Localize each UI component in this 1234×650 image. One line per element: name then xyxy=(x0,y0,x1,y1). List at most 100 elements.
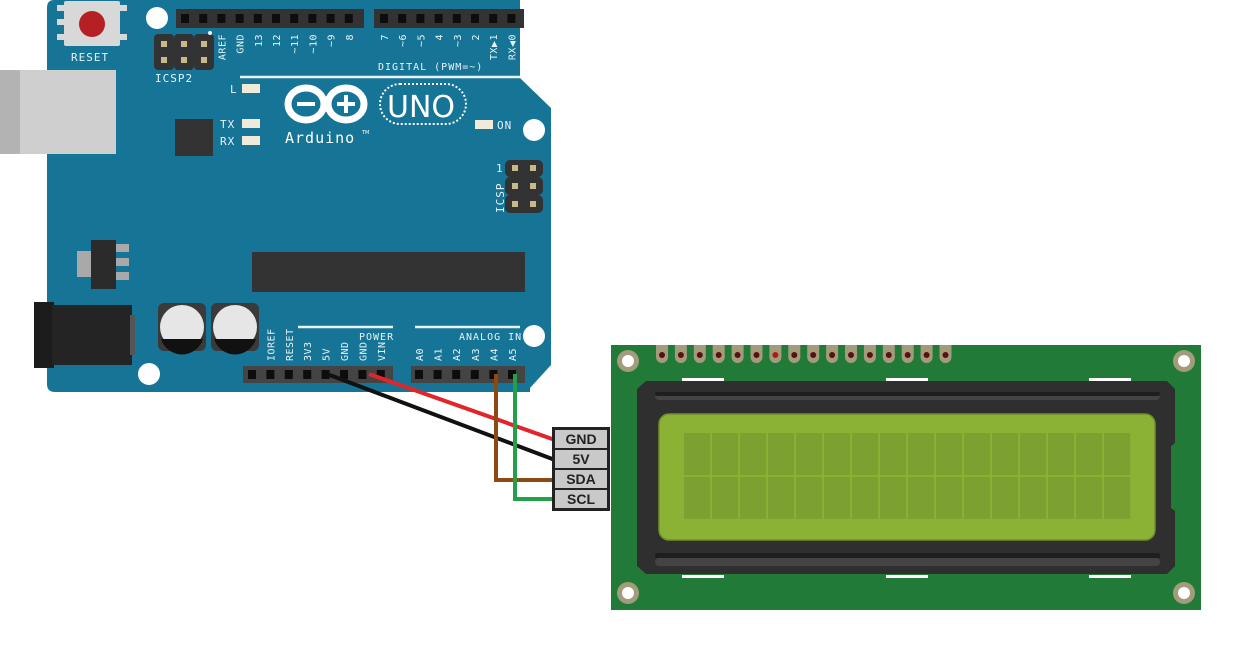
digital-pin-label: ~6 xyxy=(398,34,409,47)
power-header xyxy=(243,366,393,383)
lcd-character-cell xyxy=(992,476,1019,519)
lcd-character-cell xyxy=(1020,433,1047,475)
power-pin-label: 3V3 xyxy=(303,341,314,361)
icsp2-header xyxy=(154,31,214,70)
lcd-character-grid xyxy=(684,433,1131,519)
header-pin xyxy=(248,370,256,379)
power-pin-label: RESET xyxy=(285,328,296,361)
header-pin xyxy=(471,14,479,23)
power-pin-label: GND xyxy=(340,341,351,361)
header-pin xyxy=(272,14,280,23)
connector-pin xyxy=(555,470,607,488)
analog-pin-label: A3 xyxy=(471,348,482,361)
mounting-hole xyxy=(523,119,545,141)
lcd-character-cell xyxy=(1076,476,1103,519)
usb-chip xyxy=(175,119,213,156)
connector-pin-label: SCL xyxy=(567,491,595,507)
header-pin xyxy=(434,14,443,23)
header-pin xyxy=(470,370,479,379)
header-pin xyxy=(358,370,367,379)
lcd-character-cell xyxy=(824,476,851,519)
digital-pin-label: 7 xyxy=(380,34,391,41)
header-pin xyxy=(326,14,335,23)
header-pin xyxy=(303,370,312,379)
mounting-hole xyxy=(1173,350,1195,372)
power-pin-label: IOREF xyxy=(266,328,277,361)
header-pin xyxy=(398,14,407,23)
lcd-character-cell xyxy=(1020,476,1047,519)
lcd-character-cell xyxy=(712,476,739,519)
header-pin xyxy=(507,14,516,23)
lcd-character-cell xyxy=(936,476,963,519)
header-pin xyxy=(433,370,442,379)
header-pin xyxy=(266,370,275,379)
power-pin-label: VIN xyxy=(377,341,388,361)
mounting-hole xyxy=(523,325,545,347)
header-pin xyxy=(308,14,317,23)
digital-pin-label: ~5 xyxy=(416,34,427,47)
header-pin xyxy=(284,370,293,379)
reset-button[interactable] xyxy=(57,1,127,46)
led-on: ON xyxy=(475,119,511,132)
header-pin xyxy=(489,14,498,23)
lcd-character-cell xyxy=(908,476,935,519)
mounting-hole xyxy=(617,582,639,604)
wire-scl xyxy=(513,374,555,501)
power-header-label: POWER xyxy=(359,332,394,343)
icsp-pin1-label: 1 xyxy=(496,162,504,175)
digital-pin-label: ~11 xyxy=(290,34,301,54)
analog-pin-label: A2 xyxy=(452,348,463,361)
lcd-character-cell xyxy=(1048,433,1075,475)
arduino-logo: Arduino TM UNO xyxy=(284,83,467,147)
capacitor xyxy=(211,303,259,355)
arduino-brand: Arduino xyxy=(285,129,355,147)
mounting-hole xyxy=(138,363,160,385)
icsp-header xyxy=(505,160,543,213)
digital-pin-label: 2 xyxy=(471,34,482,41)
lcd-character-cell xyxy=(936,433,963,475)
digital-pin-label: TX▶1 xyxy=(489,34,500,60)
digital-header-label: DIGITAL (PWM=~) xyxy=(378,62,483,73)
digital-header-right xyxy=(374,9,524,28)
analog-header-label: ANALOG IN xyxy=(459,332,522,343)
digital-pin-label: RX◀0 xyxy=(507,34,518,60)
icsp2-label: ICSP2 xyxy=(155,72,193,85)
digital-pin-label: ~9 xyxy=(327,34,338,47)
header-pin xyxy=(235,14,244,23)
analog-pin-label: A4 xyxy=(489,348,500,361)
connector-pin xyxy=(555,490,607,508)
lcd-character-cell xyxy=(880,433,907,475)
mounting-hole xyxy=(146,7,168,29)
lcd-character-cell xyxy=(852,433,879,475)
icsp-label: ICSP xyxy=(494,183,507,214)
mounting-hole xyxy=(617,350,639,372)
lcd-character-cell xyxy=(1048,476,1075,519)
lcd-character-cell xyxy=(964,433,991,475)
digital-pin-label: 4 xyxy=(435,34,446,41)
svg-text:L: L xyxy=(230,83,238,96)
lcd-character-cell xyxy=(852,476,879,519)
header-pin xyxy=(199,14,208,23)
trademark: TM xyxy=(361,130,369,136)
reset-label: RESET xyxy=(71,51,109,64)
digital-header-left xyxy=(176,9,364,28)
analog-pin-label: A0 xyxy=(415,348,426,361)
digital-pin-label: 8 xyxy=(345,34,356,41)
wire-sda xyxy=(494,374,555,482)
connector-pin xyxy=(555,430,607,448)
lcd-character-cell xyxy=(1104,476,1131,519)
header-pin xyxy=(321,370,330,379)
lcd-character-cell xyxy=(768,433,795,475)
lcd-character-cell xyxy=(964,476,991,519)
connector-pin xyxy=(555,450,607,468)
digital-pin-label: AREF xyxy=(217,34,228,60)
header-pin xyxy=(217,14,226,23)
lcd-module xyxy=(611,345,1201,610)
analog-pin-label: A5 xyxy=(508,348,519,361)
svg-text:RX: RX xyxy=(220,135,235,148)
digital-pin-label: 12 xyxy=(272,34,283,47)
connector-pin-label: SDA xyxy=(566,471,596,487)
header-pin xyxy=(415,370,423,379)
microcontroller xyxy=(252,252,525,292)
